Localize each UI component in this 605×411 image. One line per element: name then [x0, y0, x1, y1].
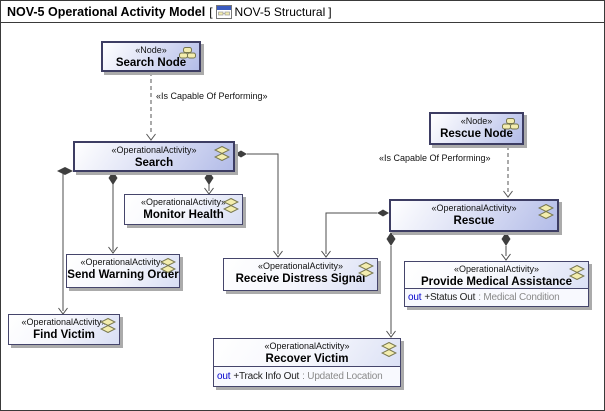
bracket-close: ]	[328, 4, 332, 19]
stereotype-label: «OperationalActivity»	[111, 145, 197, 155]
edge-search-send-warning-order[interactable]	[108, 171, 118, 254]
double-diamond-icon	[159, 257, 177, 278]
stereotype-label: «OperationalActivity»	[264, 341, 350, 351]
stereotype-label: «OperationalActivity»	[431, 203, 517, 213]
double-diamond-icon	[380, 341, 398, 362]
attribute-name: +Track Info Out	[233, 371, 300, 382]
edge-label-is-capable-of-performing[interactable]: «Is Capable Of Performing»	[379, 153, 491, 163]
element-name: Rescue	[453, 215, 495, 227]
stereotype-label: «OperationalActivity»	[21, 317, 107, 327]
element-name: Provide Medical Assistance	[420, 276, 573, 288]
diagram-title: NOV-5 Operational Activity Model	[7, 4, 206, 19]
element-name: Send Warning Order	[67, 269, 179, 281]
attribute-name: +Status Out	[424, 292, 476, 303]
edge-search-monitor-health[interactable]	[204, 171, 214, 195]
double-diamond-icon	[222, 197, 240, 218]
edge-search-node-is-capable-of-performing[interactable]	[146, 72, 156, 141]
attribute-direction: out	[408, 292, 422, 303]
double-diamond-icon	[568, 264, 586, 285]
activity-box-provide-medical-assistance[interactable]: «OperationalActivity» Provide Medical As…	[404, 261, 589, 307]
element-name: Search	[134, 157, 174, 169]
node-box-rescue-node[interactable]: «Node» Rescue Node	[429, 112, 524, 145]
attribute-direction: out	[217, 371, 231, 382]
stereotype-label: «OperationalActivity»	[140, 197, 227, 207]
edge-label-is-capable-of-performing[interactable]: «Is Capable Of Performing»	[156, 91, 268, 101]
edge-search-find-victim[interactable]	[57, 167, 73, 315]
node-box-search-node[interactable]: «Node» Search Node	[101, 41, 201, 72]
edge-rescue-recover-victim[interactable]	[386, 232, 396, 338]
node-cubes-icon	[502, 117, 519, 135]
edge-search-receive-distress-signal[interactable]	[235, 150, 283, 258]
element-name: Rescue Node	[440, 128, 513, 140]
attribute-row[interactable]: out +Status Out : Medical Condition	[405, 288, 588, 306]
double-diamond-icon	[213, 145, 231, 166]
attribute-type: : Medical Condition	[478, 292, 560, 303]
diagram-title-bar: NOV-5 Operational Activity Model [ NOV-5…	[1, 1, 604, 23]
stereotype-label: «Node»	[135, 45, 167, 55]
edge-rescue-receive-distress-signal[interactable]	[321, 209, 390, 258]
activity-box-monitor-health[interactable]: «OperationalActivity» Monitor Health	[124, 194, 243, 225]
double-diamond-icon	[99, 317, 117, 338]
edge-rescue-node-is-capable-of-performing[interactable]	[503, 146, 513, 198]
element-name: Recover Victim	[265, 353, 349, 365]
element-name: Monitor Health	[143, 209, 224, 221]
diagram-context: [ NOV-5 Structural ]	[209, 4, 332, 19]
nov-diagram-icon	[215, 4, 232, 19]
attribute-row[interactable]: out +Track Info Out : Updated Location	[214, 366, 400, 386]
activity-box-find-victim[interactable]: «OperationalActivity» Find Victim	[8, 314, 120, 345]
activity-box-search[interactable]: «OperationalActivity» Search	[73, 141, 235, 172]
element-name: Find Victim	[33, 329, 95, 341]
activity-box-rescue[interactable]: «OperationalActivity» Rescue	[389, 199, 559, 232]
stereotype-label: «OperationalActivity»	[80, 257, 166, 267]
edge-rescue-provide-medical-assistance[interactable]	[501, 232, 511, 261]
stereotype-label: «OperationalActivity»	[257, 261, 344, 271]
activity-box-recover-victim[interactable]: «OperationalActivity» Recover Victim out…	[213, 338, 401, 387]
attribute-type: : Updated Location	[302, 371, 383, 382]
double-diamond-icon	[537, 203, 555, 224]
stereotype-label: «OperationalActivity»	[453, 264, 540, 274]
element-name: Search Node	[115, 57, 187, 69]
double-diamond-icon	[357, 261, 375, 282]
activity-box-send-warning-order[interactable]: «OperationalActivity» Send Warning Order	[66, 254, 180, 288]
diagram-ref-name[interactable]: NOV-5 Structural	[234, 4, 326, 19]
bracket-open: [	[209, 4, 213, 19]
element-name: Receive Distress Signal	[235, 273, 366, 285]
node-cubes-icon	[179, 46, 196, 64]
stereotype-label: «Node»	[460, 116, 493, 126]
activity-box-receive-distress-signal[interactable]: «OperationalActivity» Receive Distress S…	[223, 258, 378, 291]
